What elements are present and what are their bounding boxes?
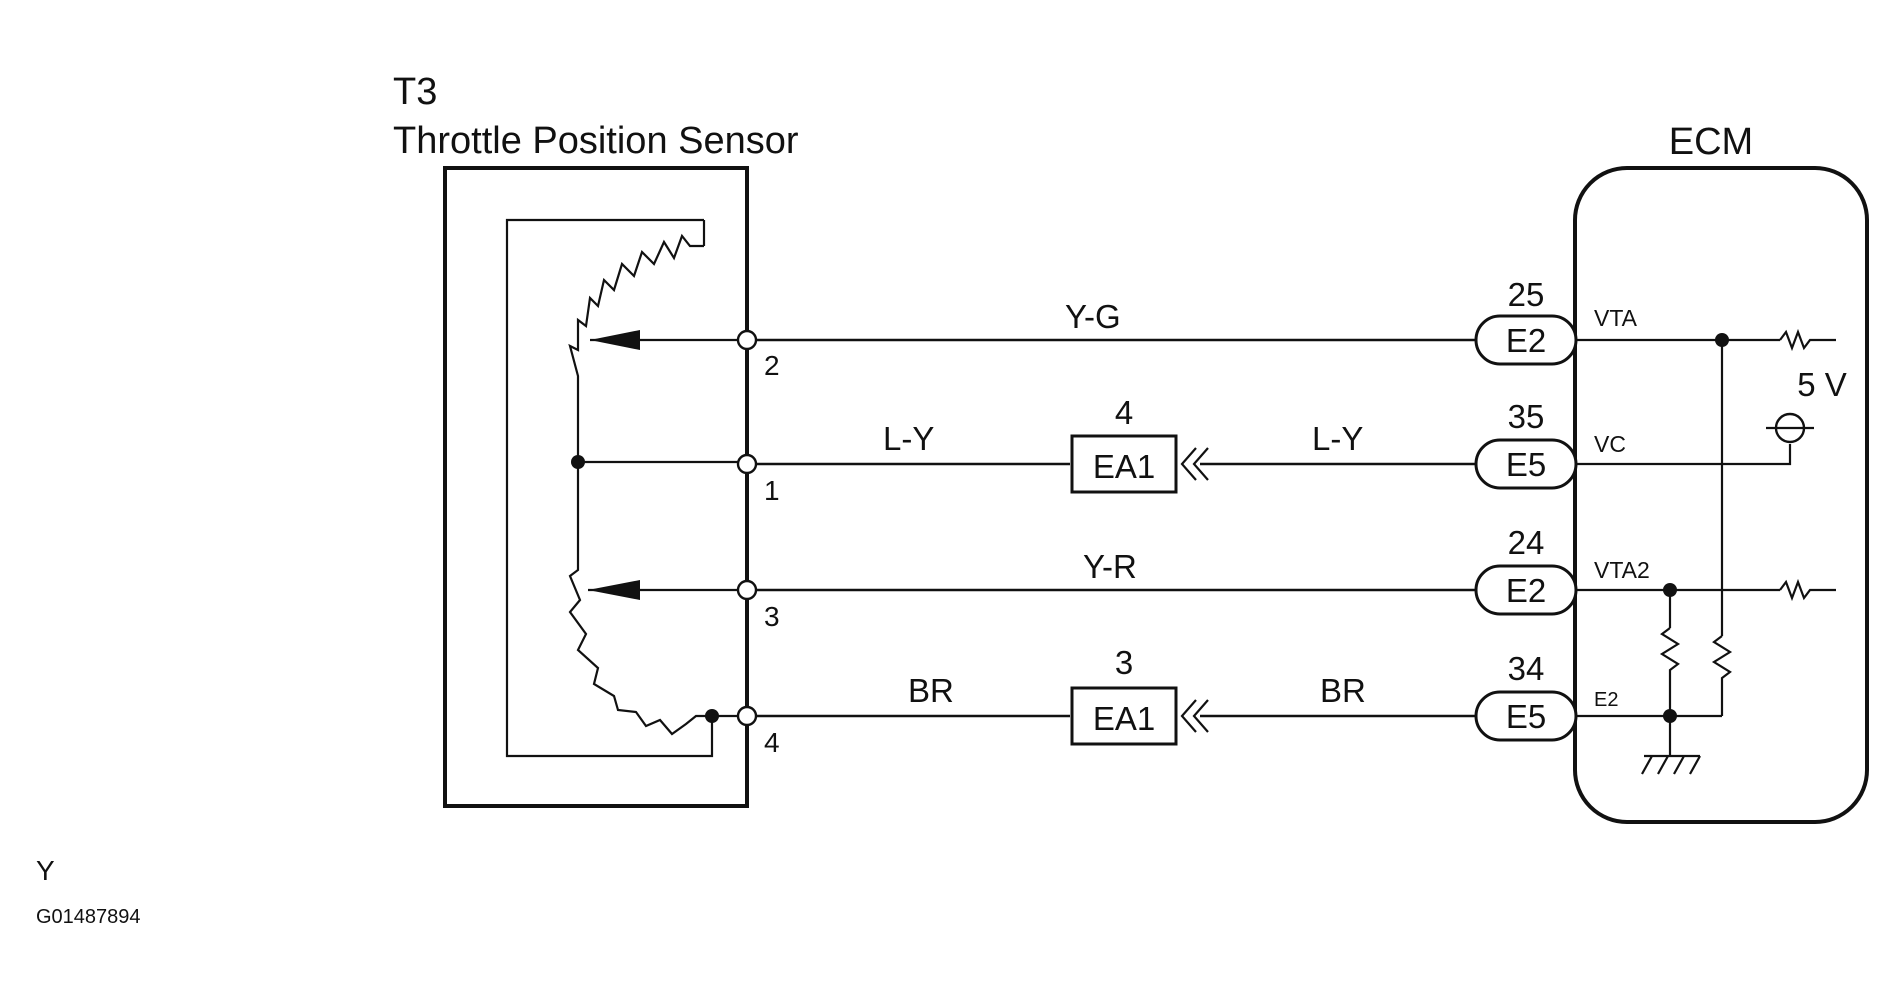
ecm-pin-35: 35 [1508,398,1545,435]
ecm-vta-pulldown-resistor [1711,635,1733,716]
sensor-pin-1: 1 [764,475,780,506]
ecm-connector-e2-upper-label: E2 [1506,322,1546,359]
junction-ea1-upper-pin: 4 [1115,394,1133,431]
junction-ea1-lower-label: EA1 [1093,700,1155,737]
sensor-inner-frame [505,218,714,758]
junction-ea1-upper [1070,434,1178,494]
wiper-3-arrow-icon [588,580,640,600]
wire-color-y-r: Y-R [1083,548,1137,585]
wire-color-br-left: BR [908,672,954,709]
ecm-housing [1573,166,1869,824]
ecm-vta2-resistor [1779,578,1836,602]
wire-color-l-y-right: L-Y [1312,420,1363,457]
ecm-connector-e5-lower-label: E5 [1506,698,1546,735]
ecm-vta2-pulldown-resistor [1659,627,1681,716]
sensor-terminal-3 [736,579,758,601]
sensor-pin-2: 2 [764,350,780,381]
ecm-terminal-vta: VTA [1594,305,1638,331]
ecm-pin-25: 25 [1508,276,1545,313]
wire-color-l-y-left: L-Y [883,420,934,457]
ecm-connector-e5-upper-label: E5 [1506,446,1546,483]
ground-icon [1641,754,1701,775]
ecm-vta-resistor [1779,328,1836,352]
junction-ea1-lower [1070,686,1178,746]
junction-ea1-lower-pin: 3 [1115,644,1133,681]
wiper-2-arrow-icon [590,330,640,350]
ecm-title: ECM [1669,121,1753,163]
figure-id: G01487894 [36,906,141,928]
ecm-supply-label: 5 V [1797,366,1847,403]
sensor-pin-3: 3 [764,601,780,632]
ecm-pin-24: 24 [1508,524,1545,561]
sensor-terminal-4 [736,705,758,727]
sensor-pin-4: 4 [764,727,780,758]
lower-resistor [568,462,712,736]
sensor-terminal-2 [736,329,758,351]
connector-chevron-upper-icon [1180,447,1209,481]
wire-color-br-right: BR [1320,672,1366,709]
sensor-housing [443,166,749,808]
ecm-terminal-e2: E2 [1594,689,1618,711]
connector-chevron-lower-icon [1180,699,1209,733]
ecm-connector-e2-lower-label: E2 [1506,572,1546,609]
sensor-terminal-1 [736,453,758,475]
footer-letter: Y [36,855,55,886]
upper-resistor [568,233,704,462]
wire-color-y-g: Y-G [1065,298,1121,335]
ecm-vc-line [1576,444,1792,466]
ecm-terminal-vc: VC [1594,431,1626,457]
ecm-pin-34: 34 [1508,650,1545,687]
junction-ea1-upper-label: EA1 [1093,448,1155,485]
ecm-terminal-vta2: VTA2 [1594,557,1650,583]
sensor-name: Throttle Position Sensor [393,120,799,162]
sensor-code: T3 [393,71,437,113]
